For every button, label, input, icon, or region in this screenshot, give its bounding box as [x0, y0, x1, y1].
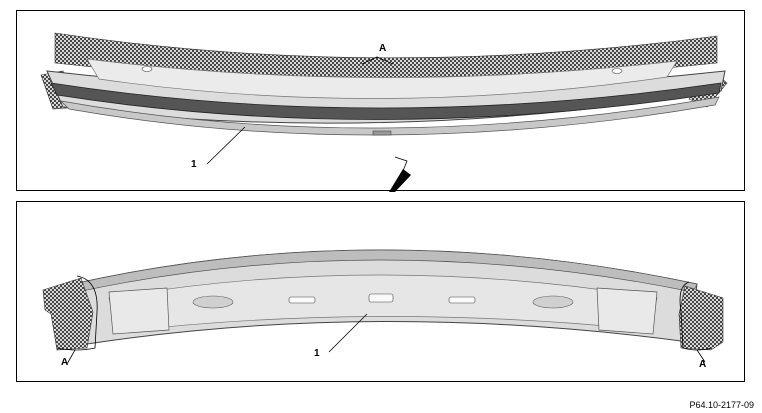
bottom-view-panel: 1 A A — [16, 201, 745, 382]
callout-area-a-left: A — [61, 357, 69, 368]
top-view-panel: 1 A — [16, 10, 745, 192]
callout-area-a-top: A — [379, 43, 387, 54]
top-view-drawing — [40, 32, 728, 192]
callout-part-1-top: 1 — [191, 159, 197, 170]
callout-part-1-bottom: 1 — [314, 348, 320, 359]
bottom-view-drawing — [42, 249, 724, 365]
callout-area-a-right: A — [699, 359, 707, 370]
figure-reference: P64.10-2177-09 — [689, 400, 754, 410]
adhesive-area-left-bottom — [42, 277, 94, 351]
seal-strip-top — [50, 82, 722, 120]
adhesive-area-right-bottom — [678, 285, 724, 351]
